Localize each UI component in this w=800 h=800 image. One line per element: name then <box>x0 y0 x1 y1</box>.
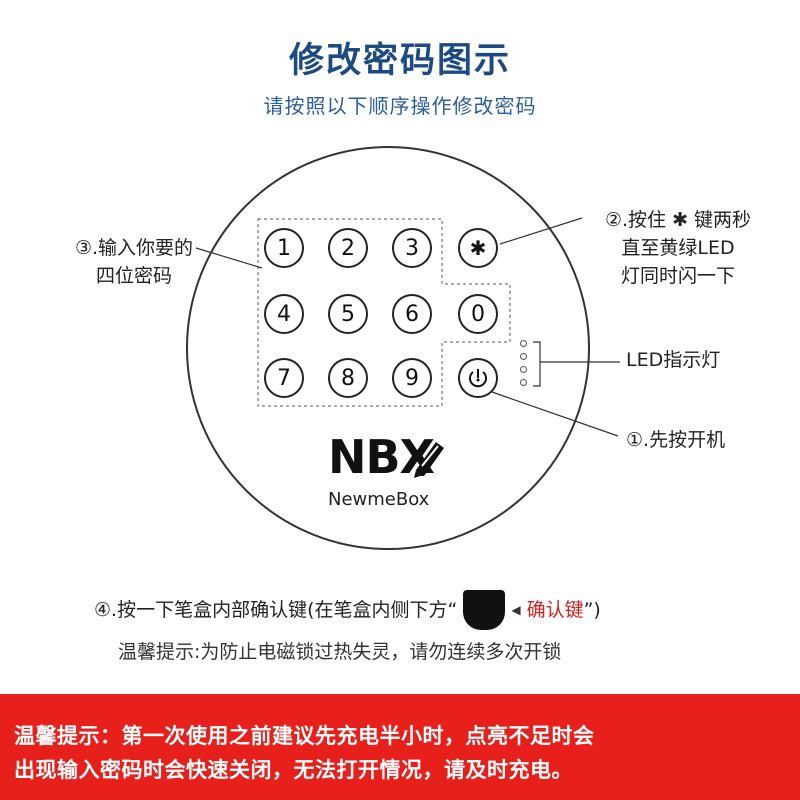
callout-step3: ③.输入你要的 四位密码 <box>74 237 194 287</box>
charging-notice-banner: 温馨提示：第一次使用之前建议先充电半小时，点亮不足时会 出现输入密码时会快速关闭… <box>0 694 800 800</box>
key-star[interactable]: ✱ <box>458 228 498 268</box>
banner-line-2: 出现输入密码时会快速关闭，无法打开情况，请及时充电。 <box>14 758 573 782</box>
confirm-key-label: 确认键 <box>526 599 584 621</box>
led-indicator <box>520 379 527 386</box>
pen-icon <box>414 442 444 478</box>
warning-tip: 温馨提示:为防止电磁锁过热失灵，请勿连续多次开锁 <box>118 641 562 663</box>
callout-led: LED指示灯 <box>626 349 721 371</box>
key-1[interactable]: 1 <box>264 228 304 268</box>
led-indicator <box>520 353 527 360</box>
key-9[interactable]: 9 <box>392 358 432 398</box>
page-title: 修改密码图示 <box>288 41 511 81</box>
brand-logo: NBX NewmeBox <box>318 432 468 522</box>
led-indicator <box>520 340 527 347</box>
key-7[interactable]: 7 <box>264 358 304 398</box>
confirm-button-illustration <box>463 590 506 630</box>
power-button[interactable] <box>458 358 498 398</box>
step4-instruction: ④.按一下笔盒内部确认键(在笔盒内侧下方“ ◀ 确认键 ”) <box>94 590 601 630</box>
key-6[interactable]: 6 <box>392 294 432 334</box>
callout-step1: ①.先按开机 <box>626 429 726 451</box>
callout-step2: ②.按住 ✱ 键两秒 直至黄绿LED 灯同时闪一下 <box>604 209 752 287</box>
key-0[interactable]: 0 <box>458 294 498 334</box>
key-8[interactable]: 8 <box>328 358 368 398</box>
page-subtitle: 请按照以下顺序操作修改密码 <box>263 94 537 118</box>
key-4[interactable]: 4 <box>264 294 304 334</box>
key-5[interactable]: 5 <box>328 294 368 334</box>
arrow-left-icon: ◀ <box>511 603 521 617</box>
power-icon <box>469 369 487 388</box>
lock-dial <box>186 146 590 550</box>
banner-line-1: 温馨提示：第一次使用之前建议先充电半小时，点亮不足时会 <box>14 724 595 748</box>
led-indicator <box>520 366 527 373</box>
logo-brand-name: NewmeBox <box>328 489 430 510</box>
key-2[interactable]: 2 <box>328 228 368 268</box>
key-3[interactable]: 3 <box>392 228 432 268</box>
